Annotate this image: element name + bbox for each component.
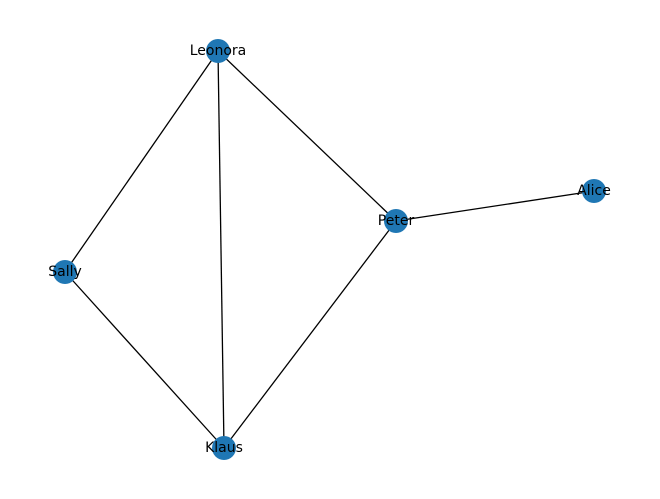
node-label: Sally — [48, 264, 82, 280]
node-label: Klaus — [205, 440, 243, 456]
edges-layer — [64, 50, 595, 449]
node-label: Leonora — [190, 43, 247, 59]
node-peter: Peter — [378, 209, 415, 233]
node-klaus: Klaus — [205, 436, 243, 460]
node-circle — [212, 436, 236, 460]
node-label: Peter — [378, 213, 415, 229]
node-alice: Alice — [577, 179, 611, 203]
edge-leonora-peter — [217, 50, 397, 222]
node-circle — [206, 39, 230, 63]
edge-leonora-klaus — [217, 50, 225, 449]
node-circle — [53, 260, 77, 284]
node-sally: Sally — [48, 260, 82, 284]
edge-sally-klaus — [64, 271, 225, 449]
node-label: Alice — [577, 183, 611, 199]
node-leonora: Leonora — [190, 39, 247, 63]
edge-peter-klaus — [223, 220, 397, 449]
node-circle — [582, 179, 606, 203]
edge-peter-alice — [395, 190, 595, 222]
node-circle — [384, 209, 408, 233]
edge-leonora-sally — [64, 50, 219, 273]
